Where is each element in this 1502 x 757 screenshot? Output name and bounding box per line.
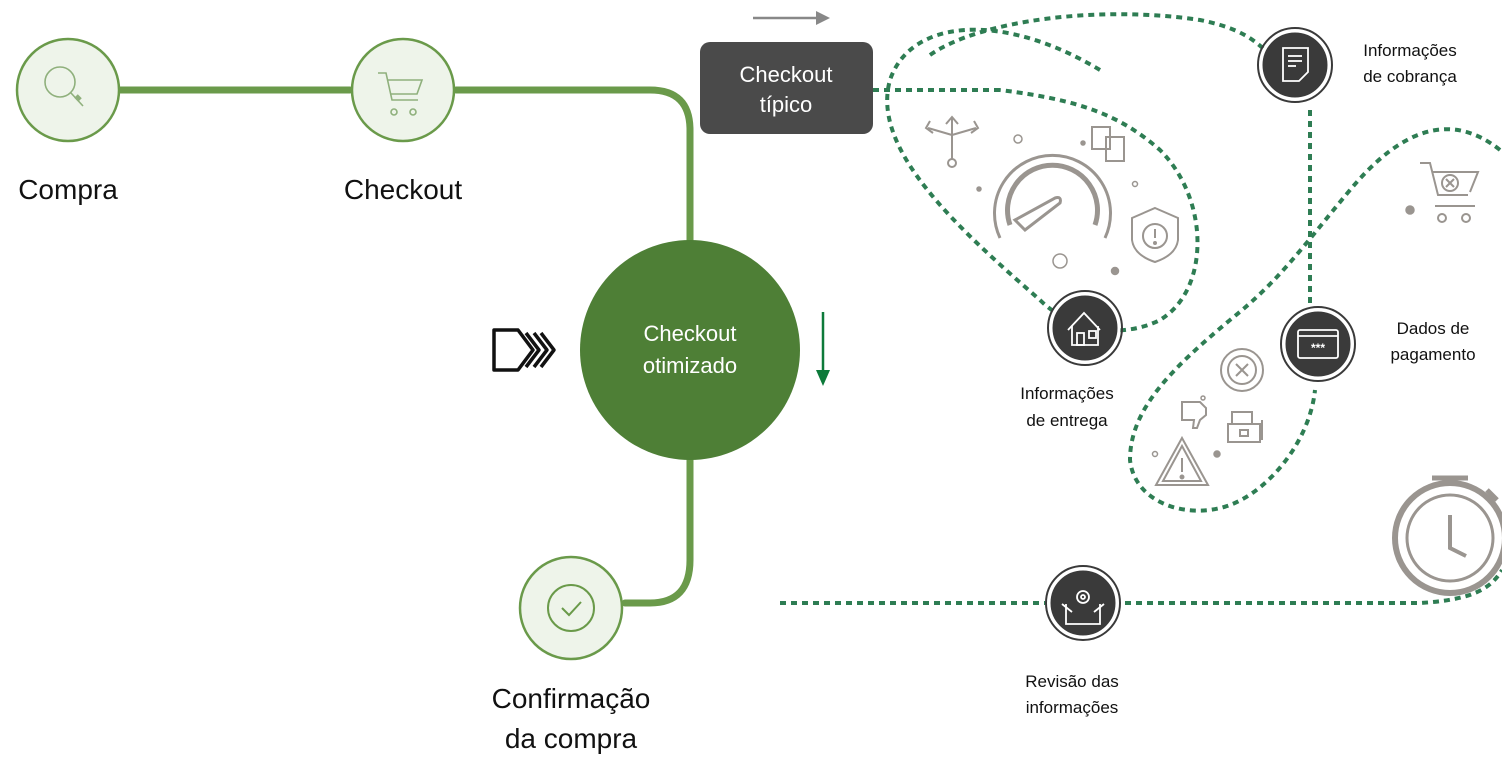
arrow-down-icon [816, 312, 830, 386]
step-confirmacao-label-line2: da compra [505, 723, 638, 754]
step-confirmacao-label-line1: Confirmação [492, 683, 651, 714]
checkout-tipico-line1: Checkout [740, 62, 833, 87]
typical-path [625, 12, 1502, 605]
thumbs-down-icon [1181, 401, 1207, 429]
entrega-label-line2: de entrega [1026, 411, 1108, 430]
revisao-label-line1: Revisão das [1025, 672, 1119, 691]
cobranca-label-line1: Informações [1363, 41, 1457, 60]
checkout-tipico-line2: típico [760, 92, 813, 117]
stopwatch-icon [1392, 475, 1502, 596]
box-gear-icon [1061, 590, 1105, 625]
checkout-otimizado-node: Checkout otimizado [580, 240, 800, 460]
speedometer-icon [993, 153, 1112, 239]
node-revisao-informacoes: Revisão das informações [1025, 565, 1121, 717]
cart-remove-icon [1420, 162, 1480, 223]
node-informacoes-entrega: Informações de entrega [1020, 290, 1123, 430]
node-dados-pagamento: *** Dados de pagamento [1280, 306, 1476, 382]
split-arrows-icon [924, 115, 980, 168]
close-circle-icon [1220, 348, 1264, 392]
document-icon [1282, 47, 1309, 82]
step-compra-label: Compra [18, 174, 118, 205]
pagamento-label-line1: Dados de [1397, 319, 1470, 338]
decorative-dots [976, 134, 1415, 458]
checkout-tipico-box: Checkout típico [700, 42, 873, 134]
step-confirmacao: Confirmação da compra [492, 555, 651, 754]
warning-icon [1154, 435, 1210, 486]
card-password-icon: *** [1297, 329, 1339, 359]
cobranca-label-line2: de cobrança [1363, 67, 1457, 86]
step-checkout-label: Checkout [344, 174, 463, 205]
entrega-label-line1: Informações [1020, 384, 1114, 403]
check-icon [561, 601, 582, 617]
arrow-right-icon [753, 11, 830, 25]
cart-icon [378, 72, 424, 116]
checkout-otimizado-line2: otimizado [643, 353, 737, 378]
pagamento-label-line2: pagamento [1390, 345, 1475, 364]
printer-icon [1227, 411, 1263, 443]
documents-icon [1091, 126, 1125, 162]
house-icon [1067, 311, 1101, 346]
search-icon [44, 66, 84, 107]
shield-alert-icon [1131, 206, 1179, 264]
checkout-otimizado-line1: Checkout [644, 321, 737, 346]
revisao-label-line2: informações [1026, 698, 1119, 717]
fast-forward-icon [492, 328, 556, 372]
node-informacoes-cobranca: Informações de cobrança [1257, 27, 1457, 103]
svg-text:***: *** [1311, 341, 1325, 355]
step-checkout: Checkout [344, 37, 463, 205]
step-compra: Compra [15, 37, 121, 205]
